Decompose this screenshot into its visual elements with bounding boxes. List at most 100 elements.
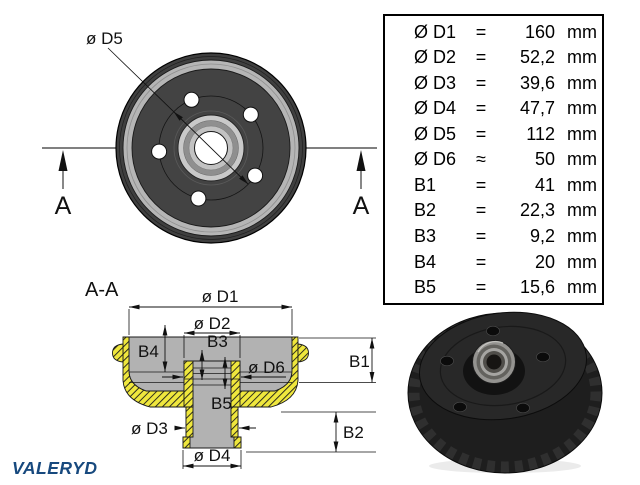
dim-value: 50 bbox=[534, 149, 555, 170]
dim-unit: mm bbox=[567, 72, 597, 93]
table-row: Ø D4 = 47,7 mm bbox=[385, 99, 602, 117]
dim-unit: mm bbox=[567, 98, 597, 119]
dim-value: 20 bbox=[534, 251, 555, 272]
dim-sign: = bbox=[475, 98, 487, 119]
table-row: B2 = 22,3 mm bbox=[385, 201, 602, 219]
flange-wall-right bbox=[233, 436, 242, 449]
product-photo bbox=[407, 311, 603, 474]
section-marker-label: A bbox=[353, 192, 370, 220]
neck-wall-right bbox=[230, 406, 239, 438]
dim-sign: = bbox=[475, 200, 487, 221]
section-arrow-icon bbox=[356, 150, 366, 171]
section-marker-right: A bbox=[353, 150, 370, 220]
dim-value: 47,7 bbox=[519, 98, 555, 119]
section-view-drawing: A-A ø D1 bbox=[85, 279, 376, 469]
dim-name: Ø D3 bbox=[414, 72, 457, 93]
b3-label: B3 bbox=[207, 332, 228, 351]
dim-sign: = bbox=[475, 277, 487, 298]
dim-sign: ≈ bbox=[476, 149, 486, 170]
dim-value: 41 bbox=[534, 174, 555, 195]
d5-label: ø D5 bbox=[86, 29, 123, 48]
dim-value: 112 bbox=[526, 123, 555, 144]
dim-value: 9,2 bbox=[529, 226, 555, 247]
dim-b3: B3 bbox=[199, 332, 228, 380]
table-row: B5 = 15,6 mm bbox=[385, 278, 602, 296]
dim-unit: mm bbox=[567, 277, 597, 298]
dim-unit: mm bbox=[567, 123, 597, 144]
dim-unit: mm bbox=[567, 251, 597, 272]
dim-b2: B2 bbox=[246, 411, 376, 453]
table-row: Ø D5 = 112 mm bbox=[385, 125, 602, 143]
b1-label: B1 bbox=[349, 352, 370, 371]
dim-sign: = bbox=[475, 72, 487, 93]
dim-unit: mm bbox=[567, 226, 597, 247]
dim-unit: mm bbox=[567, 174, 597, 195]
dim-value: 39,6 bbox=[519, 72, 555, 93]
dim-name: Ø D4 bbox=[414, 98, 457, 119]
photo-bearing bbox=[463, 340, 525, 395]
hub-wall-left bbox=[183, 360, 194, 408]
dim-value: 15,6 bbox=[519, 277, 555, 298]
table-row: B3 = 9,2 mm bbox=[385, 227, 602, 245]
dim-d4: ø D4 bbox=[182, 446, 242, 469]
section-marker-label: A bbox=[55, 192, 72, 220]
dim-name: B3 bbox=[414, 226, 437, 247]
dim-sign: = bbox=[475, 251, 487, 272]
neck-wall-left bbox=[185, 406, 194, 438]
dim-name: B1 bbox=[414, 174, 437, 195]
dim-sign: = bbox=[475, 174, 487, 195]
table-row: Ø D6 ≈ 50 mm bbox=[385, 150, 602, 168]
b2-label: B2 bbox=[343, 423, 364, 442]
d4-label: ø D4 bbox=[194, 446, 231, 465]
dim-name: Ø D1 bbox=[414, 21, 457, 42]
dim-name: Ø D5 bbox=[414, 123, 457, 144]
drum-ribs bbox=[408, 313, 602, 473]
left-lug bbox=[112, 343, 124, 363]
dim-unit: mm bbox=[567, 200, 597, 221]
table-row: B4 = 20 mm bbox=[385, 253, 602, 271]
dim-d1: ø D1 bbox=[128, 287, 293, 335]
dim-value: 160 bbox=[524, 21, 555, 42]
dim-unit: mm bbox=[567, 21, 597, 42]
dim-name: Ø D6 bbox=[414, 149, 457, 170]
table-row: B1 = 41 mm bbox=[385, 176, 602, 194]
dim-value: 22,3 bbox=[519, 200, 555, 221]
flange-wall-left bbox=[182, 436, 191, 449]
hub-wall-right bbox=[230, 360, 241, 408]
d3-label: ø D3 bbox=[131, 419, 168, 438]
dim-unit: mm bbox=[567, 149, 597, 170]
dim-d5: ø D5 bbox=[86, 29, 249, 185]
front-view-drawing: ø D5 A A bbox=[42, 29, 377, 244]
d6-label: ø D6 bbox=[248, 358, 285, 377]
dim-d6: ø D6 bbox=[162, 358, 286, 380]
dim-sign: = bbox=[475, 226, 487, 247]
section-marker-left: A bbox=[55, 150, 72, 220]
dim-name: Ø D2 bbox=[414, 47, 457, 68]
table-row: Ø D2 = 52,2 mm bbox=[385, 48, 602, 66]
section-title: A-A bbox=[85, 279, 119, 301]
d1-label: ø D1 bbox=[202, 287, 239, 306]
dim-sign: = bbox=[475, 47, 487, 68]
dim-sign: = bbox=[475, 123, 487, 144]
d2-label: ø D2 bbox=[194, 314, 231, 333]
dim-b5: B5 bbox=[211, 357, 232, 413]
b4-label: B4 bbox=[138, 342, 159, 361]
table-row: Ø D1 = 160 mm bbox=[385, 23, 602, 41]
table-row: Ø D3 = 39,6 mm bbox=[385, 74, 602, 92]
dimensions-table: Ø D1 = 160 mm Ø D2 = 52,2 mm Ø D3 = 39,6… bbox=[383, 14, 604, 305]
b5-label: B5 bbox=[211, 394, 232, 413]
dim-name: B4 bbox=[414, 251, 437, 272]
dim-name: B5 bbox=[414, 277, 437, 298]
dim-b1: B1 bbox=[299, 337, 376, 383]
dim-sign: = bbox=[475, 21, 487, 42]
bolt-holes bbox=[151, 91, 264, 207]
right-lug bbox=[297, 343, 309, 363]
dim-b4: B4 bbox=[138, 325, 168, 372]
photo-bolt-holes bbox=[440, 325, 550, 414]
dim-unit: mm bbox=[567, 47, 597, 68]
dim-d2: ø D2 bbox=[183, 314, 241, 358]
dim-value: 52,2 bbox=[519, 47, 555, 68]
dim-d3: ø D3 bbox=[131, 419, 256, 438]
valeryd-logo: VALERYD bbox=[12, 458, 98, 478]
